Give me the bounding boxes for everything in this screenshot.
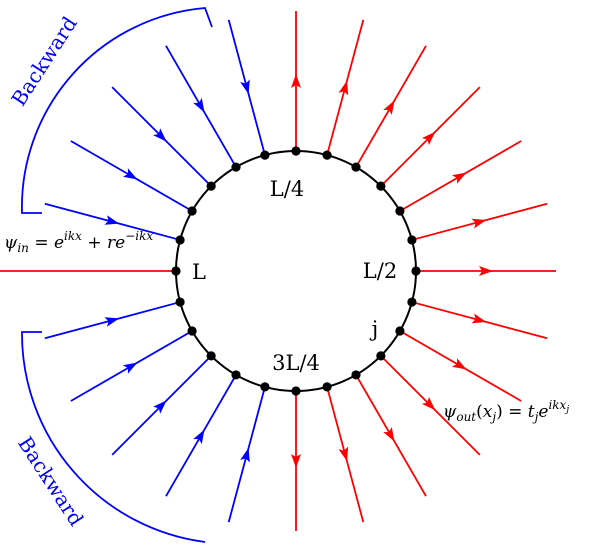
outgoing-wavefunction-equation: ψout(xj) = tjeikxj bbox=[443, 398, 569, 424]
site-dot-18 bbox=[291, 146, 301, 156]
site-dot-22 bbox=[187, 206, 197, 216]
lead-arrow-5 bbox=[240, 447, 250, 463]
lead-arrow-16 bbox=[383, 100, 395, 115]
site-dot-1 bbox=[175, 297, 185, 307]
eq-out-psi-sub: out bbox=[456, 410, 476, 424]
site-dot-9 bbox=[376, 351, 386, 361]
lead-arrow-10 bbox=[452, 358, 467, 370]
backward-bracket-upper bbox=[21, 7, 213, 214]
label-top-quarter: L/4 bbox=[270, 177, 304, 201]
eq-in-psi-sub: in bbox=[17, 241, 29, 255]
backward-bracket-lower bbox=[21, 331, 206, 543]
lead-arrow-21 bbox=[153, 128, 167, 142]
incoming-wavefunction-equation: ψin = eikx + re−ikx bbox=[4, 229, 153, 255]
site-dot-13 bbox=[407, 235, 417, 245]
site-dot-7 bbox=[322, 382, 332, 392]
lead-arrow-22 bbox=[122, 168, 138, 180]
site-dot-16 bbox=[351, 162, 361, 172]
eq-out-coef-sub: j bbox=[532, 410, 539, 424]
backward-label-lower: Backward bbox=[13, 432, 88, 530]
lead-arrow-17 bbox=[338, 80, 349, 96]
lead-arrow-13 bbox=[471, 218, 487, 229]
lead-arrow-19 bbox=[240, 79, 250, 95]
site-dot-8 bbox=[351, 370, 361, 380]
eq-out-var-sub: j bbox=[489, 410, 496, 424]
eq-in-sup2: −ikx bbox=[125, 229, 153, 243]
eq-out-sup-sub: j bbox=[564, 405, 569, 415]
eq-out-psi: ψ bbox=[443, 402, 457, 422]
lead-arrow-8 bbox=[383, 427, 395, 442]
lead-arrow-23 bbox=[104, 215, 120, 225]
lead-arrow-15 bbox=[421, 131, 436, 146]
eq-out-coef: t bbox=[528, 402, 535, 422]
lead-arrow-7 bbox=[338, 446, 349, 462]
eq-in-equals: = bbox=[29, 233, 54, 253]
eq-out-close: ) bbox=[496, 402, 503, 422]
lead-arrow-3 bbox=[153, 400, 167, 414]
lead-arrow-6 bbox=[291, 454, 301, 468]
eq-out-base: e bbox=[538, 402, 548, 422]
eq-in-base1: e bbox=[54, 233, 64, 253]
site-dot-19 bbox=[260, 150, 270, 160]
site-dot-10 bbox=[395, 326, 405, 336]
site-dot-12 bbox=[411, 266, 421, 276]
label-left-full: L bbox=[192, 260, 206, 284]
lead-arrow-18 bbox=[291, 74, 301, 88]
eq-out-open: ( bbox=[476, 402, 483, 422]
site-dot-24 bbox=[171, 266, 181, 276]
label-bottom-three-quarter: 3L/4 bbox=[272, 351, 320, 375]
lead-arrow-9 bbox=[421, 396, 436, 411]
site-dot-11 bbox=[407, 297, 417, 307]
site-dot-20 bbox=[231, 162, 241, 172]
lead-arrow-2 bbox=[122, 362, 138, 374]
eq-in-sup1: ikx bbox=[64, 229, 82, 243]
label-site-j: j bbox=[369, 317, 379, 341]
lead-arrow-12 bbox=[479, 266, 493, 276]
site-dot-3 bbox=[206, 351, 216, 361]
lead-arrow-20 bbox=[193, 97, 205, 113]
site-dot-2 bbox=[187, 326, 197, 336]
lead-arrow-11 bbox=[471, 313, 487, 324]
site-dot-4 bbox=[231, 370, 241, 380]
eq-in-psi: ψ bbox=[4, 233, 18, 253]
site-dot-14 bbox=[395, 206, 405, 216]
site-dot-5 bbox=[260, 382, 270, 392]
backward-label-upper: Backward bbox=[6, 12, 81, 110]
eq-in-base2: e bbox=[115, 233, 125, 253]
site-dot-17 bbox=[322, 150, 332, 160]
eq-out-equals: = bbox=[503, 402, 528, 422]
site-dot-6 bbox=[291, 386, 301, 396]
lead-arrow-14 bbox=[452, 172, 467, 184]
site-dot-21 bbox=[206, 181, 216, 191]
site-dot-23 bbox=[175, 235, 185, 245]
leads-layer bbox=[0, 11, 556, 531]
label-right-half: L/2 bbox=[363, 259, 397, 283]
sites-layer bbox=[171, 146, 421, 396]
eq-out-sup: ikx bbox=[548, 398, 566, 412]
eq-in-coef: r bbox=[107, 233, 116, 253]
lead-arrow-4 bbox=[193, 429, 205, 445]
lead-arrow-1 bbox=[104, 317, 120, 327]
site-dot-15 bbox=[376, 181, 386, 191]
eq-out-var: x bbox=[483, 402, 493, 422]
eq-in-plus: + bbox=[82, 233, 107, 253]
